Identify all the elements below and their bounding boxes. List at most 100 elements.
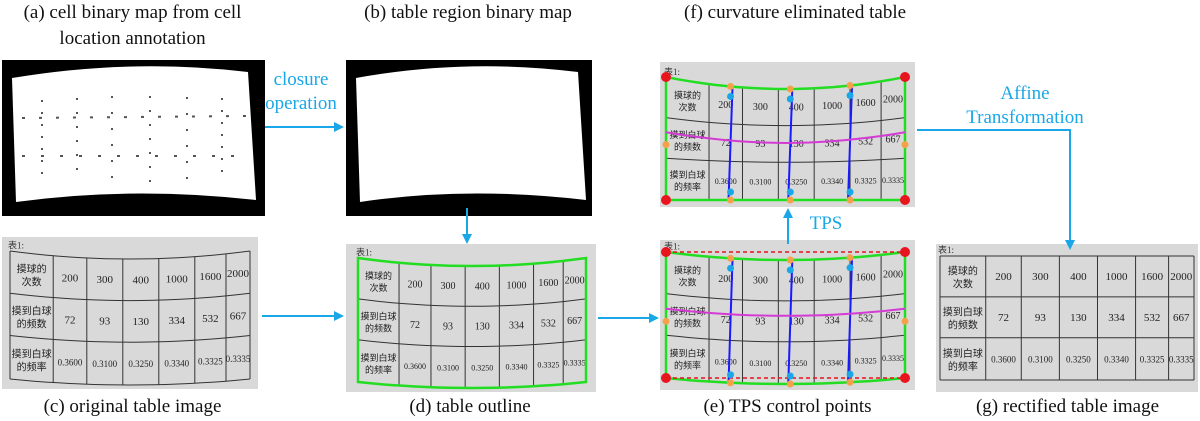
label-closure-operation: closure operation	[265, 69, 337, 114]
table-cell: 0.3600	[991, 355, 1016, 365]
table-cell: 667	[886, 134, 901, 145]
table-cell: 0.3325	[1140, 355, 1165, 365]
table-cell: 1000	[822, 275, 842, 286]
control-point	[786, 188, 794, 196]
table-cell: 400	[475, 281, 490, 292]
table-cell: 0.3340	[505, 363, 527, 372]
table-cell: 0.3335	[882, 176, 904, 185]
paper-background	[660, 62, 915, 207]
tps-vertical-line	[847, 85, 854, 201]
control-point	[901, 141, 909, 149]
control-point	[727, 188, 735, 196]
table-cell: 0.3250	[471, 364, 493, 373]
caption-g: (g) rectified table image	[975, 396, 1160, 417]
table-header-prefix: 表1:	[938, 244, 954, 255]
label-affine-transformation: Affine Transformation	[966, 83, 1084, 128]
table-cell: 334	[509, 321, 524, 332]
caption-c: (c) original table image	[43, 396, 222, 417]
control-point	[901, 317, 909, 325]
table-grid	[939, 255, 1195, 381]
row-label: 摸球的	[674, 264, 701, 275]
table-cell: 0.3325	[198, 356, 223, 366]
paper-background	[346, 244, 596, 392]
control-point	[846, 264, 854, 272]
row-label: 摸球的	[674, 90, 701, 101]
table-cell: 1000	[506, 280, 526, 291]
control-point	[662, 317, 670, 325]
control-point	[727, 82, 735, 90]
control-point	[900, 373, 910, 383]
table-cell: 200	[718, 274, 733, 285]
table-cell: 667	[230, 310, 247, 322]
table-cell: 200	[995, 271, 1012, 283]
table-cell: 1600	[856, 272, 876, 283]
table-cell: 1000	[822, 101, 842, 112]
control-point	[727, 196, 735, 204]
control-point	[846, 254, 854, 262]
caption-b: (b) table region binary map	[364, 2, 572, 23]
control-point	[846, 196, 854, 204]
tps-midline	[665, 131, 906, 145]
table-cell: 200	[408, 280, 423, 291]
table-cell: 72	[65, 314, 76, 326]
table-cell: 0.3340	[1104, 355, 1129, 365]
panel-cell-binary-map	[2, 60, 265, 216]
table-cell: 200	[62, 273, 79, 285]
control-point	[786, 196, 794, 204]
tps-vertical-line	[727, 86, 734, 201]
table-cell: 0.3100	[749, 177, 771, 186]
row-label: 的频率	[365, 364, 392, 375]
tps-vertical-line	[847, 257, 854, 383]
row-label: 的频率	[674, 360, 701, 371]
table-cell: 0.3100	[749, 359, 771, 368]
table-cell: 334	[169, 315, 186, 327]
table-cell: 0.3335	[882, 354, 904, 363]
control-point	[846, 92, 854, 100]
table-cell: 0.3340	[821, 358, 843, 367]
row-label: 次数	[953, 277, 973, 290]
table-cell: 0.3600	[715, 358, 737, 367]
control-point	[900, 247, 910, 257]
table-cell: 0.3600	[715, 177, 737, 186]
control-point	[786, 380, 794, 388]
table-cell: 532	[202, 313, 219, 325]
caption-f: (f) curvature eliminated table	[683, 2, 907, 23]
table-cell: 0.3100	[437, 363, 459, 372]
table-cell: 130	[1070, 312, 1087, 324]
table-cell: 72	[998, 312, 1009, 324]
label-tps: TPS	[809, 213, 843, 234]
table-cell: 1000	[1106, 271, 1129, 283]
control-point	[727, 371, 735, 379]
row-label: 的频数	[674, 141, 701, 152]
tps-lines	[665, 85, 906, 201]
control-point	[727, 264, 735, 272]
control-point	[786, 85, 794, 93]
table-cell: 2000	[1170, 271, 1193, 283]
control-point	[900, 195, 910, 205]
row-label: 摸到白球	[670, 169, 706, 180]
paper-background	[2, 237, 258, 389]
table-cell: 0.3335	[1169, 355, 1194, 365]
table-cell: 2000	[883, 270, 903, 281]
table-cell: 667	[886, 311, 901, 322]
table-cell: 2000	[227, 268, 250, 280]
row-label: 的频数	[365, 323, 392, 334]
table-cell: 334	[1108, 312, 1125, 324]
table-cell: 0.3600	[58, 358, 83, 368]
table-cell: 72	[721, 315, 731, 326]
table-cell: 400	[1070, 271, 1087, 283]
table-cell: 93	[443, 321, 453, 332]
row-label: 摸到白球	[361, 311, 397, 322]
table-cell: 0.3250	[785, 359, 807, 368]
row-label: 摸到白球	[943, 347, 983, 360]
row-label: 摸球的	[17, 263, 47, 276]
table-cell: 130	[789, 317, 804, 328]
table-cell: 130	[475, 322, 490, 333]
control-point	[662, 141, 670, 149]
